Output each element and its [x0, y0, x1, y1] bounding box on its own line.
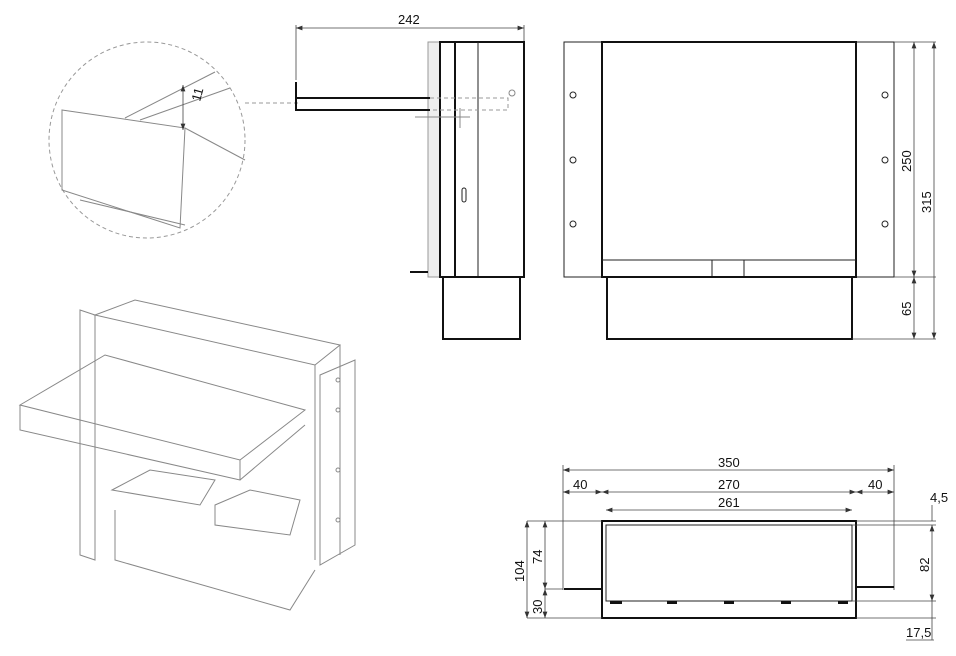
side-view: 242 — [295, 12, 525, 340]
overall-width-dimension: 350 — [718, 455, 740, 470]
right-flange-dimension: 40 — [868, 477, 882, 492]
detail-view: 11 — [48, 41, 300, 239]
top-offset-dimension: 4,5 — [930, 490, 948, 505]
bottom-height-dimension: 65 — [899, 302, 914, 316]
left-flange-dimension: 40 — [573, 477, 587, 492]
isometric-view — [18, 299, 356, 611]
inner-width-dimension: 261 — [718, 495, 740, 510]
flange-dimension: 11 — [188, 86, 206, 103]
lower-depth-dimension: 30 — [530, 600, 545, 614]
side-width-dimension: 242 — [398, 12, 420, 27]
inner-depth-dimension: 82 — [917, 558, 932, 572]
body-height-dimension: 250 — [899, 150, 914, 172]
total-depth-dimension: 104 — [512, 560, 527, 582]
total-height-dimension: 315 — [919, 191, 934, 213]
front-view: 250 315 65 — [563, 41, 937, 340]
body-width-dimension: 270 — [718, 477, 740, 492]
top-view: 350 40 270 40 261 104 74 30 4,5 82 17,5 — [512, 455, 948, 641]
upper-depth-dimension: 74 — [530, 550, 545, 564]
bottom-offset-dimension: 17,5 — [906, 625, 931, 640]
